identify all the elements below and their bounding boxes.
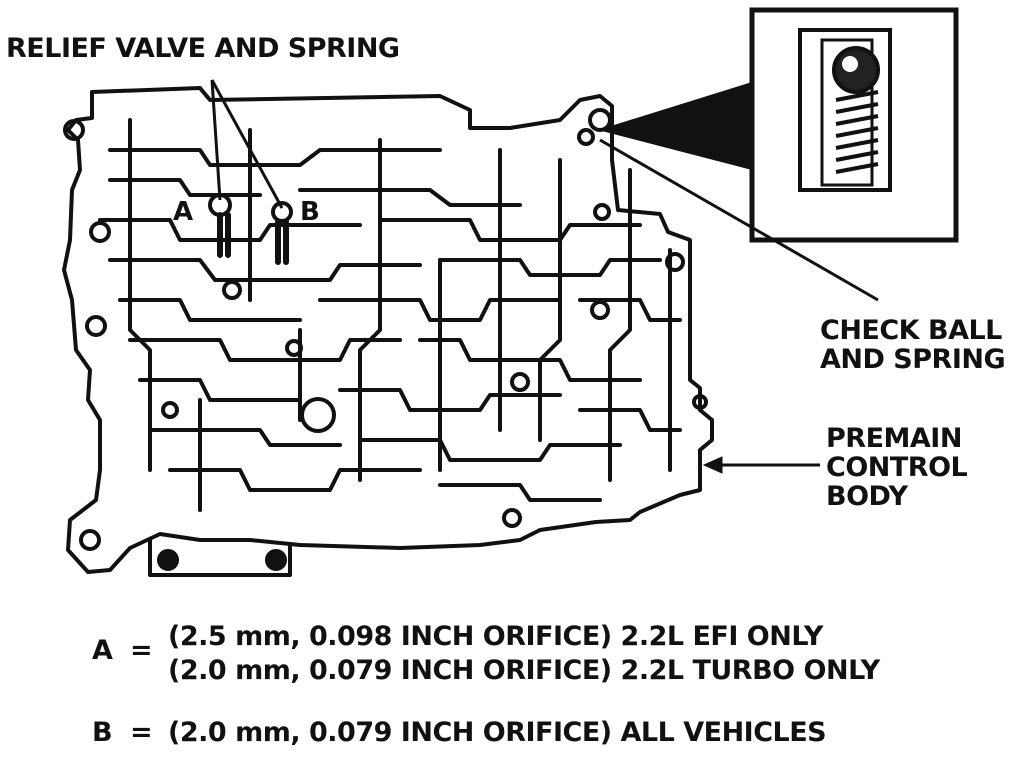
premain-control-body-label: PREMAIN CONTROL BODY: [826, 423, 968, 513]
premain-label-line2: CONTROL: [826, 452, 968, 484]
orifice-a-marker: A: [173, 197, 193, 227]
legend-b-key: B: [92, 717, 113, 748]
legend-a-line1: (2.5 mm, 0.098 INCH ORIFICE) 2.2L EFI ON…: [168, 621, 823, 652]
premain-label-line3: BODY: [826, 481, 908, 513]
legend-b-equals: =: [130, 717, 153, 748]
check-ball-label: CHECK BALL AND SPRING: [820, 315, 1006, 376]
premain-arrow: [702, 456, 820, 474]
legend-a-key: A: [92, 635, 113, 666]
legend-b-line1: (2.0 mm, 0.079 INCH ORIFICE) ALL VEHICLE…: [168, 717, 827, 748]
orifice-b-marker: B: [300, 197, 320, 227]
premain-label-line1: PREMAIN: [826, 423, 962, 454]
relief-valve-label: RELIEF VALVE AND SPRING: [6, 33, 400, 64]
check-ball-label-line2: AND SPRING: [820, 344, 1006, 376]
bottom-bracket: [148, 538, 292, 577]
inset-pointer: [598, 82, 752, 170]
check-ball-label-line1: CHECK BALL: [820, 315, 1002, 346]
legend-a-equals: =: [130, 635, 153, 666]
valve-body-outline: [62, 86, 714, 574]
check-ball-inset: [749, 7, 959, 243]
legend-a-line2: (2.0 mm, 0.079 INCH ORIFICE) 2.2L TURBO …: [168, 655, 880, 686]
